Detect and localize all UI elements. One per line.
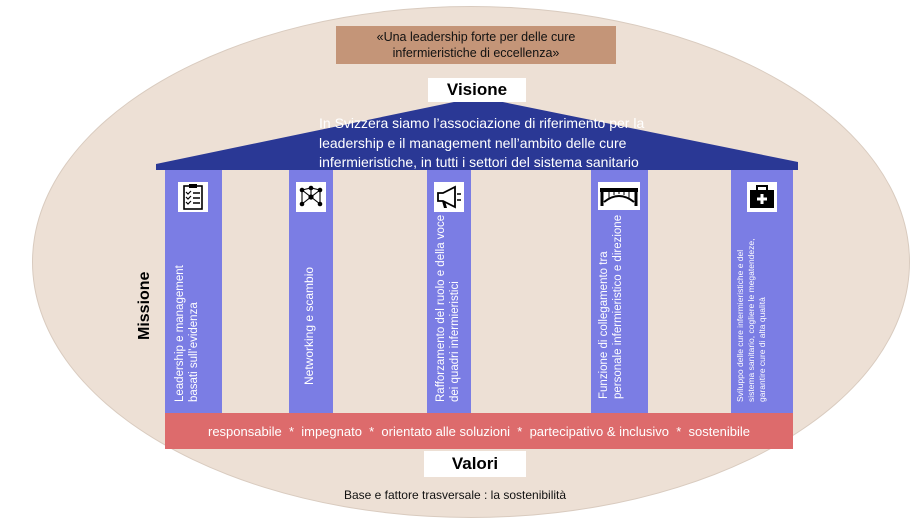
mission-label: Missione <box>136 271 153 340</box>
pillar-networking: Networking e scambio <box>289 170 333 413</box>
base-text: Base e fattore trasversale : la sostenib… <box>343 488 567 502</box>
clipboard-checklist-icon <box>178 182 208 212</box>
pillar-bridge: Funzione di collegamento tra personale i… <box>591 170 648 413</box>
pillar-text: Funzione di collegamento tra personale i… <box>598 214 624 399</box>
megaphone-icon <box>434 182 464 212</box>
values-label: Valori <box>424 451 526 477</box>
medical-kit-icon <box>747 182 777 212</box>
motto-text: «Una leadership forte per delle cure inf… <box>376 30 576 60</box>
values-text: responsabile * impegnato * orientato all… <box>208 423 750 439</box>
pillar-text: Rafforzamento del ruolo e della voce dei… <box>435 214 461 402</box>
network-nodes-icon <box>296 182 326 212</box>
pillar-role: Rafforzamento del ruolo e della voce dei… <box>427 170 471 413</box>
pillar-text: Leadership e management basati sull’evid… <box>174 265 200 402</box>
pillar-text: Sviluppo delle cure infermieristiche e d… <box>735 238 767 402</box>
pillar-development: Sviluppo delle cure infermieristiche e d… <box>731 170 793 413</box>
bridge-icon <box>598 182 640 210</box>
vision-label: Visione <box>428 78 526 102</box>
motto-box: «Una leadership forte per delle cure inf… <box>336 26 616 64</box>
vision-text: In Svizzera siamo l’associazione di rife… <box>319 115 645 170</box>
values-bar: responsabile * impegnato * orientato all… <box>165 413 793 449</box>
pillar-text: Networking e scambio <box>302 266 316 385</box>
pillar-leadership: Leadership e management basati sull’evid… <box>165 170 222 413</box>
